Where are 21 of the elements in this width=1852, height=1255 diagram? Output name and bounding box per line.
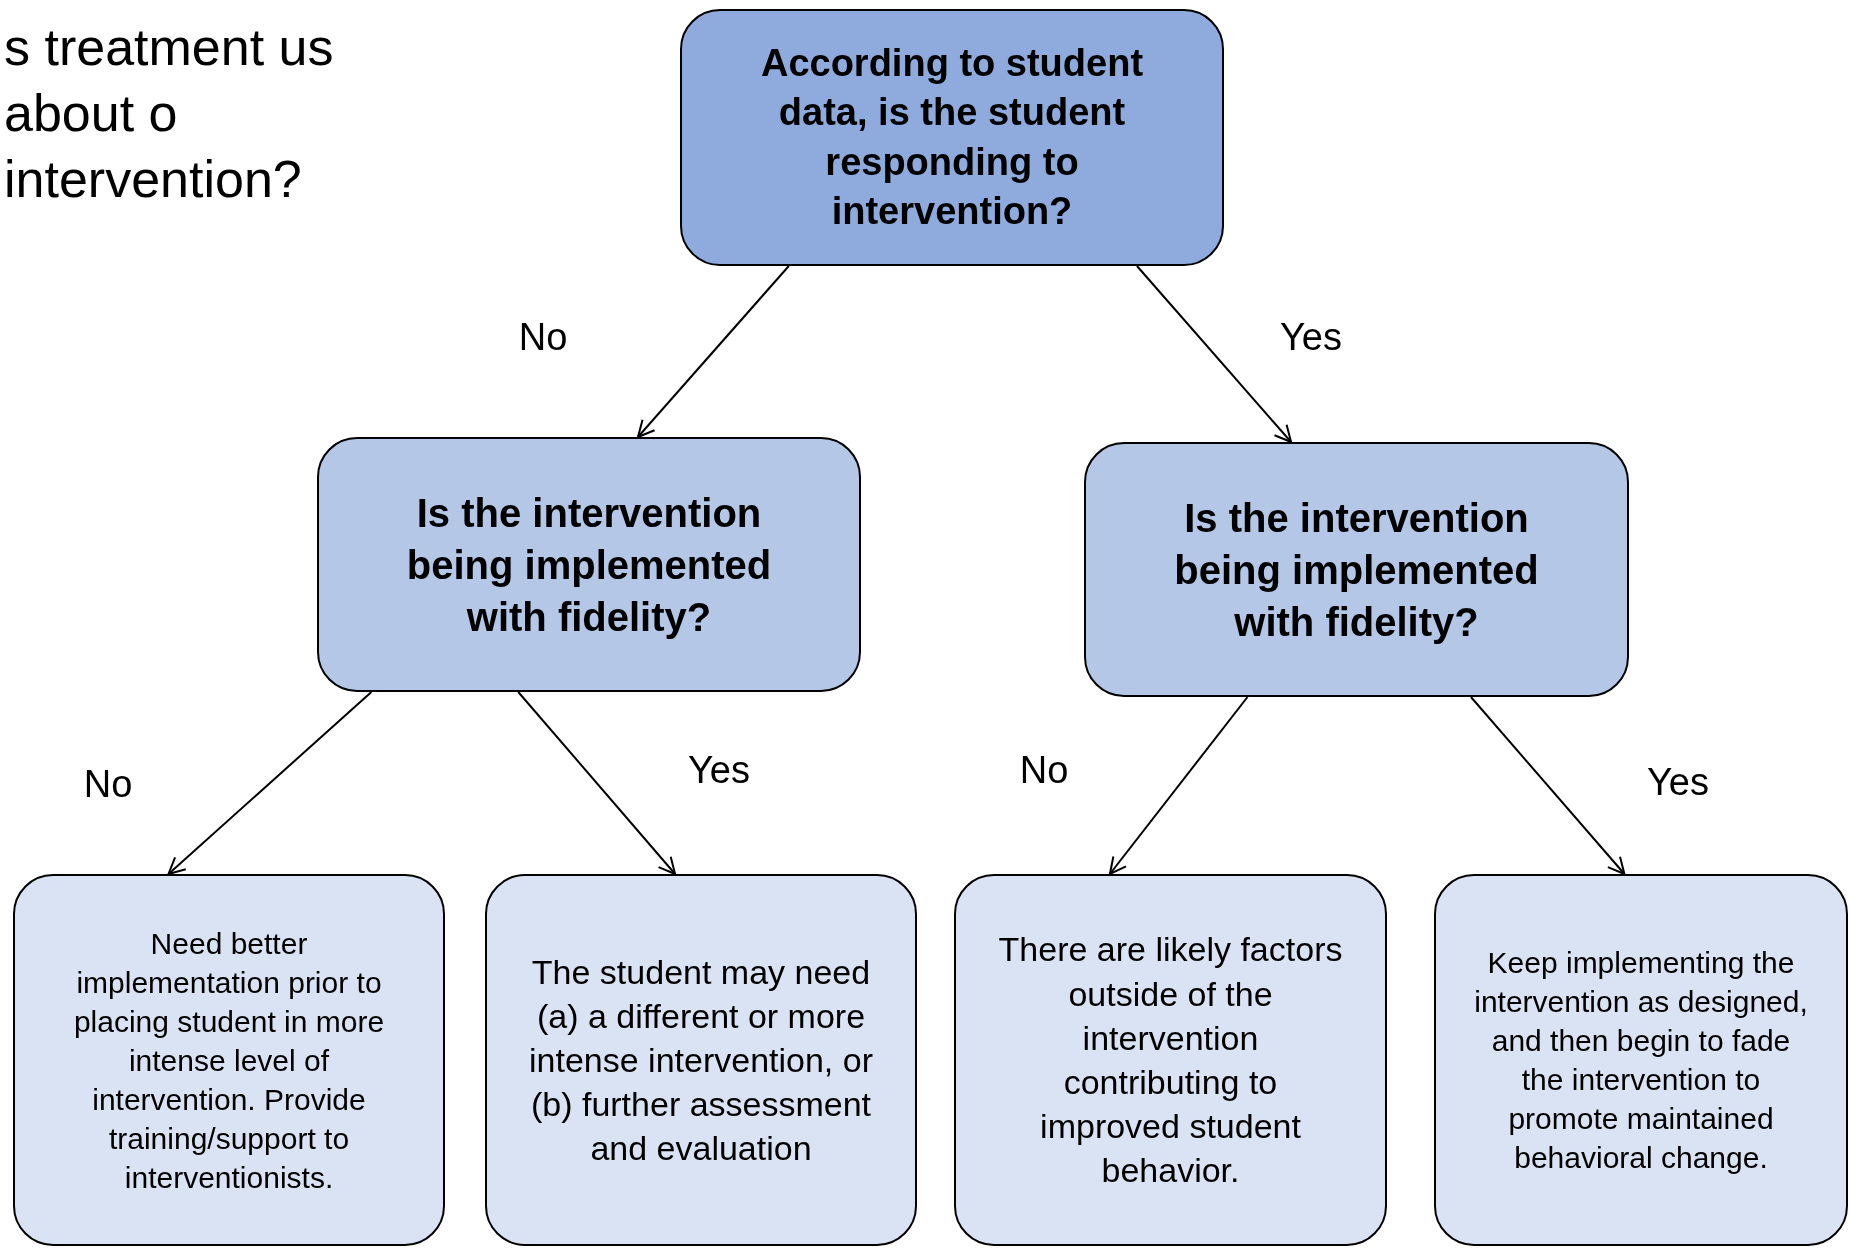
question-box [317, 437, 861, 692]
question-box [1084, 442, 1629, 697]
outcome-box [954, 874, 1387, 1246]
arrow [1469, 696, 1626, 875]
decision-box [680, 9, 1224, 266]
arrow [636, 265, 790, 438]
node-text: Is the intervention being implemented with fidelity? [1173, 494, 1540, 646]
arrow [167, 691, 373, 875]
node-text: Is the intervention being implemented with fidelity? [405, 489, 773, 641]
node-text: According to student data, is the student responding to intervention? [759, 40, 1145, 234]
outcome-box [13, 874, 445, 1246]
arrow [517, 691, 677, 875]
arrow [1108, 696, 1249, 875]
node-text: The student may need (a) a different or more intense intervention, or (b) further assessment and evaluation [528, 951, 874, 1170]
arrow [1135, 265, 1293, 443]
outcome-box [485, 874, 917, 1246]
node-text: There are likely factors outside of the intervention contributing to improved student behavior. [997, 929, 1344, 1192]
node-text: Need better implementation prior to placing student in more intense level of intervention. Provide training/support to interventionists. [72, 925, 386, 1196]
node-text: Keep implementing the intervention as designed, and then begin to fade the intervention to promote maintained behavioral change. [1473, 945, 1809, 1176]
title: s treatment us about o intervention? [4, 17, 335, 210]
outcome-box [1434, 874, 1848, 1246]
